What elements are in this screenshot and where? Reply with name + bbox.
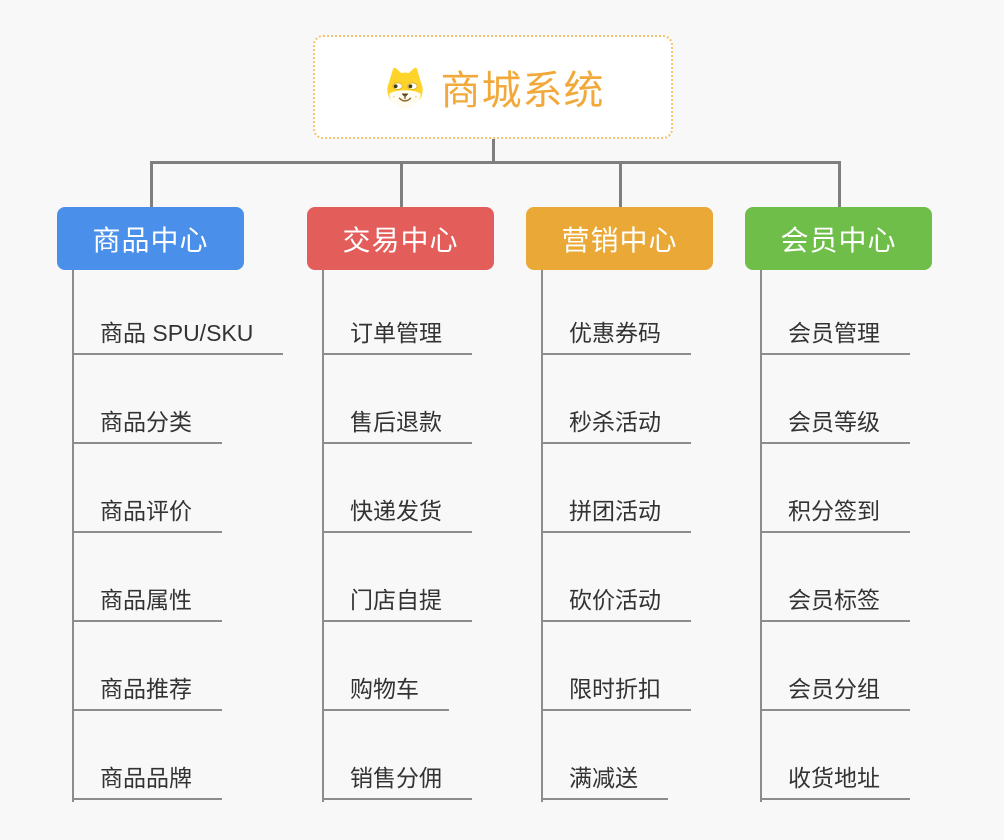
branch-label: 商品中心 — [92, 224, 209, 256]
child-topic-label: 会员管理 — [788, 320, 880, 346]
child-topic[interactable]: 拼团活动 — [543, 483, 691, 533]
child-topic-label: 会员标签 — [788, 587, 880, 613]
child-topic-label: 限时折扣 — [569, 676, 661, 702]
child-topic-label: 积分签到 — [788, 498, 880, 524]
child-topic[interactable]: 商品属性 — [74, 572, 222, 622]
child-topic-label: 商品 SPU/SKU — [100, 320, 254, 346]
branch-children-column: 商品 SPU/SKU 商品分类商品评价商品属性商品推荐商品品牌 — [72, 270, 284, 802]
child-topic[interactable]: 快递发货 — [324, 483, 472, 533]
child-topic-label: 商品品牌 — [100, 765, 192, 791]
child-topic-label: 收货地址 — [788, 765, 880, 791]
child-topic[interactable]: 商品 SPU/SKU — [74, 305, 284, 355]
child-topic-label: 订单管理 — [350, 320, 442, 346]
branch-children-column: 订单管理售后退款快递发货门店自提购物车销售分佣 — [322, 270, 472, 802]
child-topic[interactable]: 商品分类 — [74, 394, 222, 444]
child-topic[interactable]: 门店自提 — [324, 572, 472, 622]
child-topic-label: 快递发货 — [350, 498, 442, 524]
child-topic-label: 秒杀活动 — [569, 409, 661, 435]
connector-line — [618, 161, 622, 207]
branch-children-column: 会员管理会员等级积分签到会员标签会员分组收货地址 — [760, 270, 910, 802]
child-topic[interactable]: 秒杀活动 — [543, 394, 691, 444]
branch-node[interactable]: 营销中心 — [526, 207, 713, 270]
child-topic[interactable]: 满减送 — [543, 750, 668, 800]
child-topic[interactable]: 会员等级 — [762, 394, 910, 444]
child-topic[interactable]: 积分签到 — [762, 483, 910, 533]
connector-line — [837, 161, 841, 207]
child-topic[interactable]: 限时折扣 — [543, 661, 691, 711]
child-topic[interactable]: 会员管理 — [762, 305, 910, 355]
branch-node[interactable]: 会员中心 — [745, 207, 932, 270]
child-topic-label: 会员等级 — [788, 409, 880, 435]
connector-line — [399, 161, 403, 207]
child-topic[interactable]: 会员标签 — [762, 572, 910, 622]
connector-line — [149, 161, 841, 164]
child-topic-label: 门店自提 — [350, 587, 442, 613]
child-topic[interactable]: 订单管理 — [324, 305, 472, 355]
child-topic-label: 销售分佣 — [350, 765, 442, 791]
child-topic-label: 拼团活动 — [569, 498, 661, 524]
child-topic-label: 售后退款 — [350, 409, 442, 435]
root-node[interactable]: 商城系统 — [313, 35, 673, 139]
child-topic[interactable]: 收货地址 — [762, 750, 910, 800]
root-label: 商城系统 — [440, 69, 605, 113]
child-topic-label: 商品分类 — [100, 409, 192, 435]
child-topic-label: 优惠券码 — [569, 320, 661, 346]
branch-children-column: 优惠券码秒杀活动拼团活动砍价活动限时折扣满减送 — [541, 270, 691, 802]
child-topic[interactable]: 销售分佣 — [324, 750, 472, 800]
branch-label: 会员中心 — [780, 224, 897, 256]
doge-icon — [386, 67, 423, 107]
child-topic[interactable]: 商品评价 — [74, 483, 222, 533]
child-topic[interactable]: 商品推荐 — [74, 661, 222, 711]
branch-label: 交易中心 — [342, 224, 459, 256]
child-topic-label: 砍价活动 — [569, 587, 661, 613]
child-topic-label: 满减送 — [569, 765, 638, 791]
child-topic[interactable]: 售后退款 — [324, 394, 472, 444]
child-topic[interactable]: 优惠券码 — [543, 305, 691, 355]
connector-line — [492, 139, 495, 164]
child-topic-label: 购物车 — [350, 676, 419, 702]
child-topic[interactable]: 会员分组 — [762, 661, 910, 711]
child-topic[interactable]: 砍价活动 — [543, 572, 691, 622]
child-topic-label: 商品推荐 — [100, 676, 192, 702]
branch-node[interactable]: 交易中心 — [307, 207, 494, 270]
branch-label: 营销中心 — [561, 224, 678, 256]
child-topic-label: 商品属性 — [100, 587, 192, 613]
branch-node[interactable]: 商品中心 — [57, 207, 244, 270]
child-topic-label: 会员分组 — [788, 676, 880, 702]
child-topic[interactable]: 购物车 — [324, 661, 449, 711]
child-topic-label: 商品评价 — [100, 498, 192, 524]
connector-line — [149, 161, 153, 207]
child-topic[interactable]: 商品品牌 — [74, 750, 222, 800]
